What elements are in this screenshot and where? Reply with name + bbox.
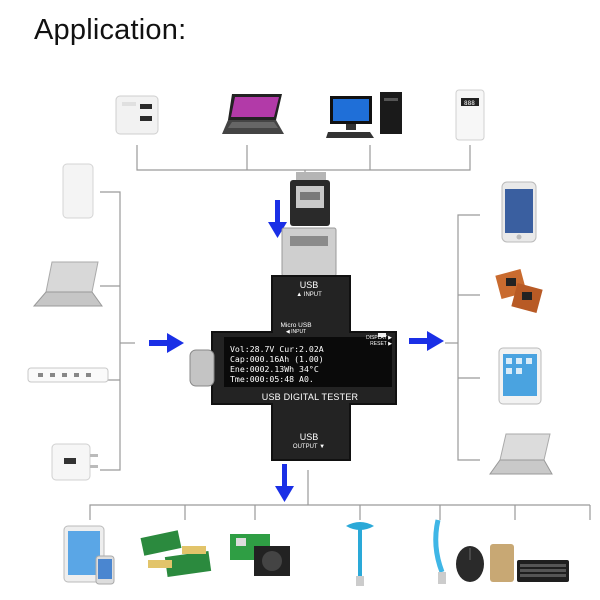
arrow-down-icon [268, 200, 287, 238]
lcd-voltage: Vol:28.7V [230, 344, 275, 354]
usb-output-label: USB OUTPUT ▼ [286, 432, 332, 452]
micro-usb-sub-text: INPUT [291, 329, 307, 335]
lcd-current: Cur:2.02A [279, 344, 324, 354]
load-module-icon [492, 268, 546, 318]
laptop-icon [488, 430, 554, 480]
micro-usb-title: Micro USB [280, 322, 312, 329]
tablet-icon [496, 346, 544, 406]
desktop-pc-icon [326, 90, 406, 140]
tester-name: USB DIGITAL TESTER [261, 392, 359, 402]
usb-lamp-icon [428, 516, 456, 588]
lcd-energy: Ene:0002.13Wh [230, 364, 295, 374]
power-bank-icon: 888 [452, 88, 488, 142]
display-reset-label: DISPLAY ▶ RESET ▶ [366, 335, 392, 347]
keyboard-icon [516, 558, 570, 584]
lcd-row-3: Ene:0002.13Wh 34°C [230, 364, 360, 374]
tablet-phone-icon [62, 524, 118, 586]
arrow-down-icon [275, 464, 294, 502]
charger-icon [112, 92, 164, 138]
laptop-icon [32, 258, 104, 314]
lcd-time: Tme:000:05:48 [230, 374, 295, 384]
usb-input-sub-text: INPUT [303, 292, 322, 298]
reset-label: RESET [370, 341, 387, 347]
arrow-right-icon [149, 333, 184, 353]
lcd-ratio: (1.00) [294, 354, 324, 364]
lcd-capacity: Cap:000.16Ah [230, 354, 290, 364]
mouse-icon [452, 540, 488, 584]
usb-output-sub-text: OUTPUT [292, 444, 318, 450]
lcd-row-4: Tme:000:05:48 A0. [230, 374, 360, 384]
smartphone-icon [496, 180, 542, 244]
load-resistor-icon [136, 524, 220, 588]
display-label: DISPLAY [366, 335, 387, 341]
charger-icon [46, 440, 102, 484]
usb-input-sub: ▲ INPUT [296, 292, 322, 298]
page-title: Application: [34, 14, 187, 46]
usb-fan-icon [342, 518, 378, 588]
lcd-row-2: Cap:000.16Ah (1.00) [230, 354, 360, 364]
usb-input-label: USB ▲ INPUT [290, 280, 328, 300]
power-strip-icon [26, 364, 110, 386]
micro-usb-label: Micro USB ◀ INPUT [271, 322, 321, 336]
usb-output-title: USB [299, 432, 319, 442]
lcd-group: A0. [299, 374, 314, 384]
power-bank-icon [58, 162, 98, 220]
usb-input-title: USB [299, 280, 319, 290]
lcd-row-1: Vol:28.7V Cur:2.02A [230, 344, 360, 354]
load-board-icon [226, 524, 298, 588]
micro-usb-sub: ◀ INPUT [285, 329, 307, 335]
usb-output-sub: OUTPUT ▼ [292, 444, 326, 450]
external-drive-icon [488, 542, 516, 584]
lcd-temp: 34°C [299, 364, 319, 374]
lcd-display: Vol:28.7V Cur:2.02A Cap:000.16Ah (1.00) … [230, 344, 360, 384]
svg-text:888: 888 [464, 100, 475, 107]
arrow-right-icon [409, 331, 444, 351]
laptop-icon [218, 90, 288, 138]
